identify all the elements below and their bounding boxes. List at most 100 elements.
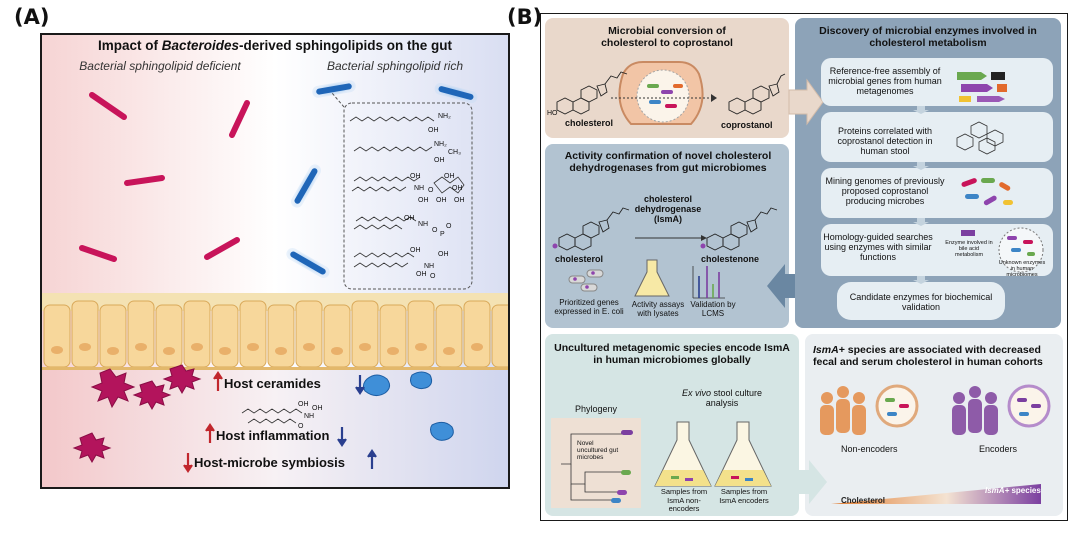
phylogeny-label: Phylogeny: [575, 404, 618, 414]
box5-title-em: IsmA+: [813, 344, 845, 356]
structures-inset: [343, 102, 473, 290]
step-boxes: [821, 58, 1053, 320]
lcms-plot: [692, 266, 725, 299]
molecule-cluster: [956, 121, 1004, 155]
bar-right-label: IsmA+ species: [985, 486, 1041, 495]
chem-label: OH: [452, 185, 463, 192]
box1-ho: HO: [547, 110, 558, 117]
trend-bar: [831, 484, 1041, 504]
box3-title: Activity confirmation of novel cholester…: [564, 150, 772, 174]
culture-flasks: [654, 421, 772, 487]
chem-label: NH₂: [434, 141, 447, 148]
chem-label: OH: [438, 251, 449, 258]
panel-a-tag: (A): [14, 5, 50, 29]
box1-title: Microbial conversion of cholesterol to c…: [601, 25, 733, 49]
pink-rod: [204, 237, 240, 260]
chem-label: NH: [424, 263, 435, 270]
box-activity: [545, 144, 789, 328]
chem-label: OH: [444, 173, 455, 180]
chem-label: P: [440, 231, 445, 238]
encoder-people: [952, 386, 998, 435]
chem-label: NH: [414, 185, 425, 192]
ceramide-structure: [241, 408, 303, 424]
chem-label: O: [432, 227, 438, 234]
step-text: Homology-guided searches using enzymes w…: [823, 232, 933, 262]
ceramide-label: OH: [312, 405, 323, 412]
box-associated: [805, 334, 1063, 516]
chem-label: O: [446, 223, 452, 230]
culture-label: Ex vivo stool culture analysis: [677, 388, 767, 408]
chem-label: OH: [436, 197, 447, 204]
pink-rod: [79, 245, 117, 262]
rich-label: Bacterial sphingolipid rich: [326, 59, 464, 73]
lipid-chains: [349, 116, 465, 268]
flask1-label: Samples from IsmA non-encoders: [660, 487, 708, 513]
box5-title-text: species are associated with decreased fe…: [813, 344, 1043, 368]
box3-item: Activity assays with lysates: [631, 300, 685, 318]
enzyme-known-label: Enzyme involved in bile acid metabolism: [945, 240, 993, 258]
box5-title: IsmA+ species are associated with decrea…: [813, 344, 1057, 368]
panel-a-title: Impact of Bacteroides-derived sphingolip…: [42, 38, 508, 53]
non-encoders-label: Non-encoders: [841, 444, 898, 454]
step-text: Proteins correlated with coprostanol det…: [837, 126, 933, 156]
non-encoder-people: [820, 386, 866, 435]
panel-b-tag: (B): [507, 5, 543, 29]
ecoli-icons: [568, 269, 604, 292]
chem-label: NH: [418, 221, 429, 228]
chem-label: OH: [404, 215, 415, 222]
phylogeny-tree: [561, 433, 631, 501]
box2-title: Discovery of microbial enzymes involved …: [819, 25, 1037, 49]
chem-label: CH₃: [448, 149, 461, 156]
chem-label: NH₂: [438, 113, 451, 120]
assay-flask: [634, 259, 670, 297]
epithelium: [42, 293, 508, 370]
encoders-label: Encoders: [979, 444, 1018, 454]
ceramide-label: O: [298, 423, 304, 430]
flow-arrow-lower: [799, 460, 827, 504]
pink-rod: [124, 175, 165, 186]
host-symbiosis: Host-microbe symbiosis: [194, 455, 345, 470]
pink-rods: [79, 92, 250, 262]
immune-cells-inflamed: [72, 364, 202, 464]
sterol-structures: [556, 71, 786, 251]
novel-microbes-label: Novel uncultured gut microbes: [577, 440, 619, 461]
step-text: Candidate enzymes for biochemical valida…: [849, 292, 993, 312]
flask2-label: Samples from IsmA encoders: [719, 487, 769, 505]
panel-a-title-post: -derived sphingolipids on the gut: [239, 38, 453, 53]
box3-item: Validation by LCMS: [690, 300, 736, 318]
box1-left-label: cholesterol: [565, 118, 614, 128]
box3-right-label: cholestenone: [701, 254, 760, 264]
box1-right-label: coprostanol: [721, 120, 773, 130]
gene-arrows: [957, 72, 1007, 102]
mined-microbes: [961, 178, 1013, 206]
flow-arrow-left: [767, 264, 795, 308]
panel-a-title-em: Bacteroides: [161, 38, 240, 53]
bar-right-text: species: [1009, 486, 1041, 495]
box4-title: Uncultured metagenomic species encode Is…: [554, 342, 790, 366]
ceramide-label: NH: [304, 413, 315, 420]
box3-left-label: cholesterol: [555, 254, 604, 264]
bar-left-label: Cholesterol: [841, 496, 886, 505]
chem-label: OH: [434, 157, 445, 164]
host-inflammation: Host inflammation: [216, 428, 330, 443]
panel-b-frame: Microbial conversion of cholesterol to c…: [540, 13, 1068, 521]
chem-label: OH: [410, 247, 421, 254]
panel-b-graphic: [545, 18, 1063, 516]
step-text: Mining genomes of previously proposed co…: [825, 176, 945, 206]
chem-label: OH: [416, 271, 427, 278]
pink-rod: [89, 92, 127, 120]
panel-a-graphic: [42, 35, 508, 487]
known-enzyme: [961, 230, 975, 236]
pink-rod: [229, 100, 250, 138]
change-arrows: [183, 371, 377, 473]
chem-label: O: [430, 273, 436, 280]
ceramide-label: OH: [298, 401, 309, 408]
colon-illustration: [611, 61, 717, 125]
host-ceramides: Host ceramides: [224, 376, 321, 391]
deficient-label: Bacterial sphingolipid deficient: [79, 59, 241, 73]
chem-label: OH: [428, 127, 439, 134]
step-text: Reference-free assembly of microbial gen…: [828, 66, 942, 96]
chem-label: OH: [410, 173, 421, 180]
chem-label: O: [428, 187, 434, 194]
panel-a-title-pre: Impact of: [97, 38, 162, 53]
